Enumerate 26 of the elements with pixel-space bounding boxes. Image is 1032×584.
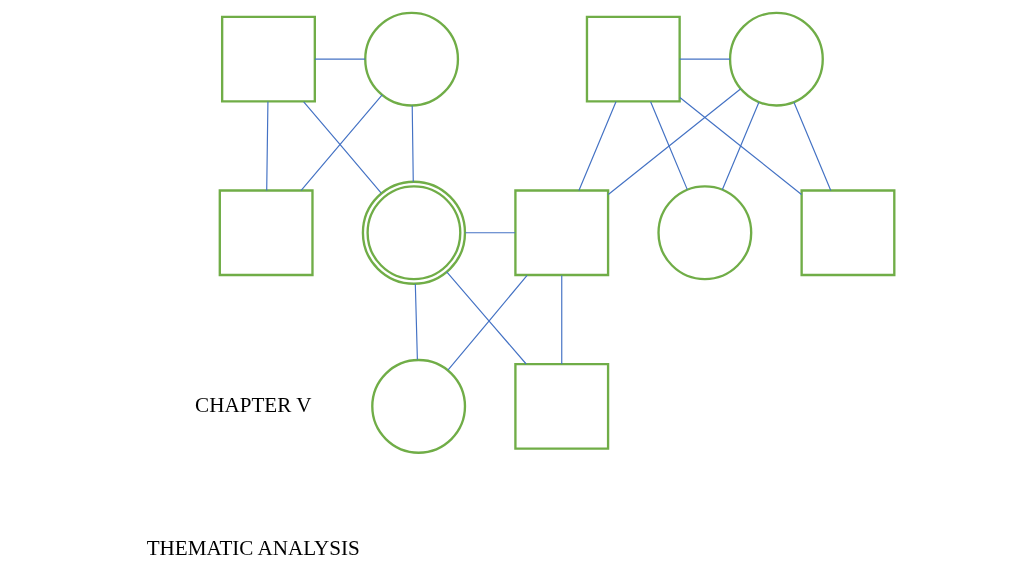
connector <box>679 96 803 196</box>
connector <box>679 58 731 60</box>
node-box <box>220 15 316 103</box>
node-circle <box>657 185 753 281</box>
connector <box>793 101 832 191</box>
node-box <box>585 15 681 103</box>
connector <box>650 101 688 191</box>
connector <box>578 101 617 192</box>
label: CHAPTER V <box>195 392 312 417</box>
connector <box>561 274 563 365</box>
connector <box>266 101 269 192</box>
connector <box>314 58 366 60</box>
connector <box>411 105 414 183</box>
node-circle <box>361 180 467 285</box>
node-circle <box>728 11 824 107</box>
connector <box>607 88 742 196</box>
label: THEMATIC ANALYSIS <box>146 536 360 561</box>
node-box <box>514 362 610 450</box>
node-box <box>800 189 896 277</box>
connector <box>721 101 760 191</box>
node-circle <box>371 358 467 454</box>
node-box <box>514 189 610 277</box>
node-box <box>218 189 314 277</box>
connector <box>464 232 516 234</box>
node-circle <box>364 11 460 107</box>
connector <box>414 283 418 361</box>
